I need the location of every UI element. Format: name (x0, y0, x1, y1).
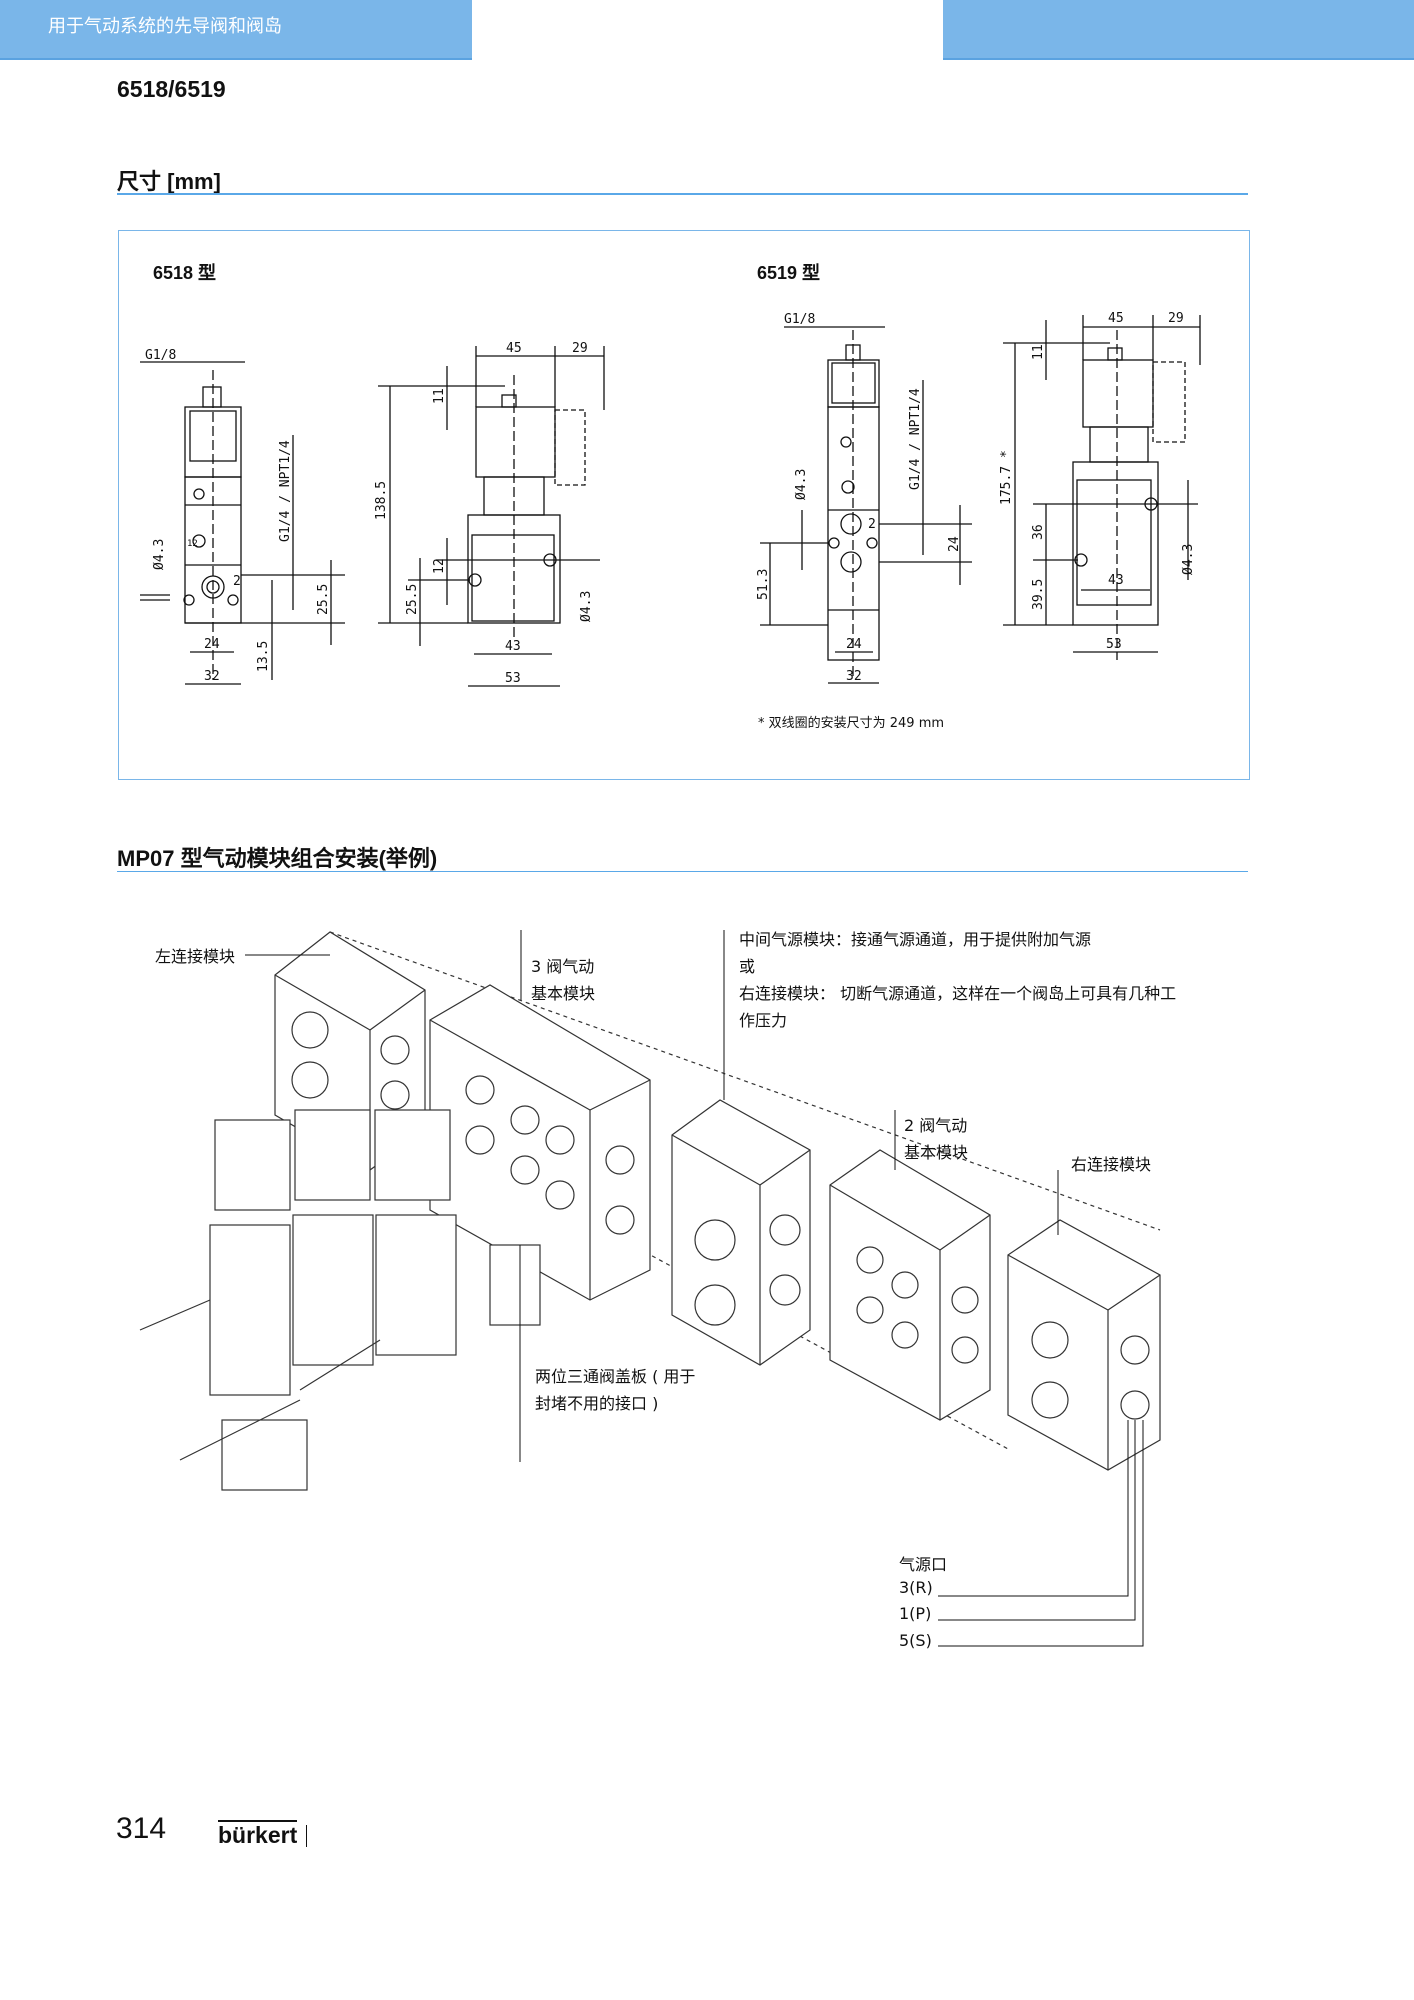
dimension-label: 29 (1168, 311, 1184, 326)
dimension-label: 24 (846, 637, 862, 652)
label-port-1p: 1(P) (899, 1604, 932, 1623)
header-bar-right (943, 0, 1414, 60)
dimension-label: G1/4 / NPT1/4 (908, 388, 923, 490)
dimension-label: 29 (572, 341, 588, 356)
dimension-label: 45 (506, 341, 522, 356)
dimension-label: 25.5 (316, 584, 331, 615)
drawing-6519-side: 45 29 43 53 175.7 * 11 36 39.5 Ø4.3 (999, 311, 1201, 660)
footer-divider (306, 1825, 307, 1847)
label-middle-line2: 或 (739, 957, 756, 976)
type-6518-label: 6518 型 (153, 263, 217, 283)
drawing-6518-side: 45 29 43 53 138.5 11 12 25.5 Ø4.3 (374, 341, 605, 687)
label-port-3r: 3(R) (899, 1578, 933, 1597)
brand-logo: bürkert (218, 1820, 298, 1848)
dimension-label: 11 (1031, 344, 1046, 360)
drawing-6518-front: G1/8 24 32 2 12 13.5 25.5 G1/4 / NPT1/4 … (140, 348, 345, 685)
label-port-5s: 5(S) (899, 1631, 932, 1650)
drawing-6519-front: G1/8 24 32 2 G1/4 / NPT1/4 Ø4.3 51.3 24 (756, 312, 972, 684)
label-cover-plate-line1: 两位三通阀盖板 ( 用于 (535, 1367, 696, 1386)
dimension-label: 12 (432, 558, 447, 574)
dimension-label: 175.7 * (999, 450, 1014, 505)
middle-supply-module (671, 1099, 811, 1366)
dimension-label: 43 (505, 639, 521, 654)
dimension-label: 53 (1106, 637, 1122, 652)
header-bar-left: 用于气动系统的先导阀和阀岛 (0, 0, 472, 60)
dimension-label: 43 (1108, 573, 1124, 588)
dimension-drawing-box (118, 230, 1250, 780)
leader-lines (245, 930, 1144, 1647)
three-valve-base-module (429, 984, 651, 1301)
dimension-label: 25.5 (405, 584, 420, 615)
dimension-label: 39.5 (1031, 579, 1046, 610)
dimension-label: 13.5 (256, 641, 271, 672)
dimension-label: Ø4.3 (152, 539, 167, 570)
dimensions-heading: 尺寸 [mm] (117, 169, 221, 194)
label-middle-line3: 右连接模块： 切断气源通道，这样在一个阀岛上可具有几种工 (739, 984, 1177, 1003)
dimension-label: G1/4 / NPT1/4 (278, 440, 293, 542)
dimension-label: Ø4.3 (579, 591, 594, 622)
pilot-valves (139, 1109, 541, 1491)
page-number: 314 (116, 1812, 167, 1845)
label-ports-title: 气源口 (899, 1555, 948, 1574)
assembly-heading: MP07 型气动模块组合安装(举例) (117, 846, 438, 871)
divider (117, 193, 1248, 195)
dimension-label: 24 (947, 536, 962, 552)
header-title: 用于气动系统的先导阀和阀岛 (48, 16, 282, 37)
label-three-valve-line1: 3 阀气动 (531, 957, 595, 976)
dimension-label: 11 (432, 388, 447, 404)
dimension-label: 24 (204, 637, 220, 652)
label-cover-plate-line2: 封堵不用的接口 ) (535, 1394, 659, 1413)
label-right-connection-module: 右连接模块 (1071, 1155, 1152, 1174)
dimension-label: Ø4.3 (794, 469, 809, 500)
model-title: 6518/6519 (117, 76, 226, 102)
dimension-label: 53 (505, 671, 521, 686)
dimension-label: 138.5 (374, 481, 389, 520)
assembly-illustration (139, 931, 1161, 1491)
dimension-label: 2 (868, 517, 876, 532)
label-two-valve-line2: 基本模块 (904, 1143, 969, 1162)
dimension-label: 12 (187, 539, 198, 549)
dimension-label: 2 (233, 574, 241, 589)
label-left-connection-module: 左连接模块 (155, 947, 236, 966)
label-three-valve-line2: 基本模块 (531, 984, 596, 1003)
dimension-label: 45 (1108, 311, 1124, 326)
dimension-label: 51.3 (756, 569, 771, 600)
dimension-label: G1/8 (145, 348, 176, 363)
dimension-label: 32 (846, 669, 862, 684)
dimension-label: 36 (1031, 524, 1046, 540)
dimension-label: Ø4.3 (1181, 544, 1196, 575)
right-connection-module (1007, 1219, 1161, 1471)
dimension-label: G1/8 (784, 312, 815, 327)
label-middle-line1: 中间气源模块：接通气源通道，用于提供附加气源 (739, 930, 1092, 949)
divider (117, 871, 1248, 872)
type-6519-label: 6519 型 (757, 263, 821, 283)
two-valve-base-module (829, 1149, 991, 1421)
label-two-valve-line1: 2 阀气动 (904, 1116, 968, 1135)
label-middle-line4: 作压力 (739, 1011, 788, 1030)
dimension-label: 32 (204, 669, 220, 684)
footnote: * 双线圈的安装尺寸为 249 mm (758, 716, 945, 731)
